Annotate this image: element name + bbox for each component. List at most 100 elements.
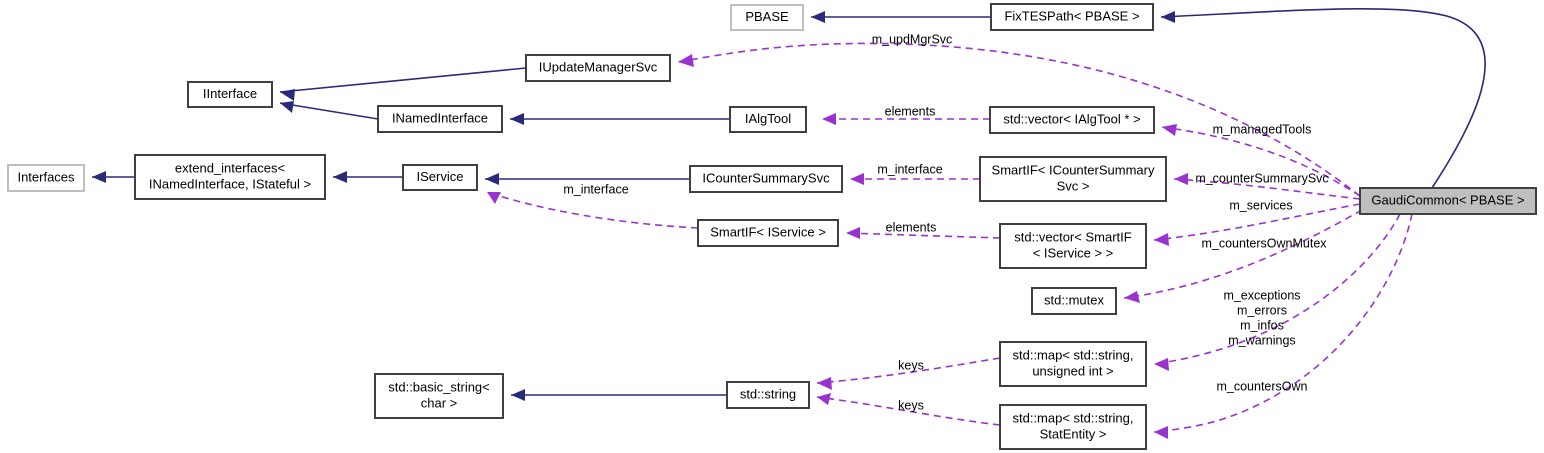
arrowhead-p-e3 [280, 89, 295, 101]
arrowhead-p-e17 [1154, 233, 1169, 246]
node-interfaces[interactable]: Interfaces [7, 164, 85, 192]
node-box-vector-ialgtool[interactable] [989, 106, 1155, 134]
arrowhead-p-e10 [678, 54, 694, 67]
node-box-gaudicommon[interactable] [1359, 187, 1537, 215]
node-label-inamedinterface: INamedInterface [392, 110, 488, 125]
node-fixtespath[interactable]: FixTESPath< PBASE > [990, 3, 1154, 31]
arrowhead-p-e22 [1154, 426, 1168, 439]
node-box-icountersummarysvc[interactable] [689, 165, 843, 193]
arrowhead-p-e20 [817, 393, 831, 405]
node-label-ialgtool: IAlgTool [745, 111, 791, 126]
node-box-ialgtool[interactable] [729, 106, 807, 133]
arrowhead-p-e18 [1124, 291, 1140, 303]
node-smartif-iservice[interactable]: SmartIF< IService > [697, 219, 839, 247]
arrowhead-p-e14 [1174, 173, 1188, 185]
node-label-std-basic-string: std::basic_string< [388, 379, 490, 394]
node-iservice[interactable]: IService [402, 164, 478, 191]
edge-label-l-updmgrsvc: m_updMgrSvc [872, 32, 953, 46]
node-label-std-basic-string: char > [421, 395, 458, 410]
node-ialgtool[interactable]: IAlgTool [729, 106, 807, 133]
node-pbase[interactable]: PBASE [730, 4, 804, 31]
node-map-unsigned-int[interactable]: std::map< std::string,unsigned int > [999, 341, 1147, 387]
edge-label-l-elements-2: elements [886, 220, 937, 234]
edge-p-e19 [816, 357, 1001, 384]
node-box-extend-interfaces[interactable] [134, 154, 326, 200]
node-box-vector-smartif[interactable] [999, 223, 1147, 269]
node-box-std-mutex[interactable] [1031, 287, 1117, 315]
node-box-iinterface[interactable] [187, 81, 273, 108]
node-std-basic-string[interactable]: std::basic_string<char > [374, 373, 504, 419]
edge-p-e12 [1161, 126, 1361, 197]
edge-labels-layer: m_updMgrSvcelementsm_managedToolsm_inter… [563, 32, 1328, 412]
edge-p-e15 [486, 191, 699, 229]
node-label-iinterface: IInterface [203, 86, 257, 101]
node-box-iupdatemanagersvc[interactable] [525, 54, 671, 82]
edge-label-l-exc-4: m_warnings [1228, 333, 1295, 347]
node-label-icountersummarysvc: ICounterSummarySvc [702, 170, 830, 185]
arrowhead-p-e15 [487, 192, 501, 204]
arrowhead-p-e4 [280, 101, 294, 113]
arrowhead-p-e16 [846, 227, 860, 239]
node-box-std-string[interactable] [726, 381, 810, 409]
node-std-string[interactable]: std::string [726, 381, 810, 409]
edge-p-e20 [816, 396, 1001, 426]
node-label-iservice: IService [417, 169, 464, 184]
node-gaudicommon[interactable]: GaudiCommon< PBASE > [1359, 187, 1537, 215]
node-box-smartif-icsvc[interactable] [979, 156, 1167, 202]
node-box-std-basic-string[interactable] [374, 373, 504, 419]
edge-label-l-exc-2: m_errors [1237, 303, 1287, 317]
node-box-smartif-iservice[interactable] [697, 219, 839, 247]
node-extend-interfaces[interactable]: extend_interfaces< INamedInterface, ISta… [134, 154, 326, 200]
node-box-map-unsigned-int[interactable] [999, 341, 1147, 387]
arrowheads-layer [92, 11, 1188, 439]
node-vector-ialgtool[interactable]: std::vector< IAlgTool * > [989, 106, 1155, 134]
node-label-gaudicommon: GaudiCommon< PBASE > [1371, 192, 1524, 207]
node-box-iservice[interactable] [402, 164, 478, 191]
node-vector-smartif[interactable]: std::vector< SmartIF< IService > > [999, 223, 1147, 269]
edge-p-e21 [1153, 213, 1401, 365]
node-box-map-statentity[interactable] [999, 404, 1147, 450]
node-inamedinterface[interactable]: INamedInterface [377, 105, 503, 133]
edges-layer [92, 8, 1486, 433]
arrowhead-p-e5 [510, 113, 524, 125]
node-label-extend-interfaces: extend_interfaces< [175, 160, 285, 175]
edge-p-e8 [1160, 8, 1486, 189]
node-label-smartif-icsvc: Svc > [1057, 178, 1090, 193]
node-iinterface[interactable]: IInterface [187, 81, 273, 108]
node-icountersummarysvc[interactable]: ICounterSummarySvc [689, 165, 843, 193]
edge-label-l-countersown: m_countersOwn [1216, 379, 1307, 393]
edge-p-e3 [279, 67, 527, 93]
arrowhead-p-e9 [511, 389, 525, 401]
node-map-statentity[interactable]: std::map< std::string,StatEntity > [999, 404, 1147, 450]
edge-label-l-mutex: m_countersOwnMutex [1201, 236, 1327, 250]
node-box-interfaces[interactable] [7, 164, 85, 192]
node-label-std-mutex: std::mutex [1044, 292, 1104, 307]
arrowhead-p-e19 [817, 377, 832, 390]
edge-p-e10 [677, 42, 1361, 197]
edge-label-l-interface-1: m_interface [877, 162, 942, 176]
edge-p-e18 [1123, 209, 1363, 299]
node-std-mutex[interactable]: std::mutex [1031, 287, 1117, 315]
node-label-smartif-iservice: SmartIF< IService > [710, 224, 826, 239]
node-label-fixtespath: FixTESPath< PBASE > [1004, 8, 1139, 23]
edge-label-l-csvc: m_counterSummarySvc [1195, 171, 1328, 185]
node-label-map-unsigned-int: std::map< std::string, [1012, 347, 1133, 362]
node-label-extend-interfaces: INamedInterface, IStateful > [149, 176, 311, 191]
node-box-inamedinterface[interactable] [377, 105, 503, 133]
node-label-vector-ialgtool: std::vector< IAlgTool * > [1003, 111, 1140, 126]
edge-p-e4 [279, 102, 379, 120]
node-label-map-unsigned-int: unsigned int > [1032, 363, 1113, 378]
arrowhead-p-e21 [1154, 358, 1169, 371]
arrowhead-p-e6 [485, 173, 499, 185]
node-box-fixtespath[interactable] [990, 3, 1154, 31]
node-label-iupdatemanagersvc: IUpdateManagerSvc [539, 59, 658, 74]
node-smartif-icsvc[interactable]: SmartIF< ICounterSummarySvc > [979, 156, 1167, 202]
node-label-map-statentity: StatEntity > [1040, 426, 1107, 441]
edge-label-l-exc-3: m_infos [1240, 318, 1284, 332]
edge-p-e22 [1153, 213, 1413, 433]
edge-label-l-services: m_services [1229, 198, 1292, 212]
node-box-pbase[interactable] [730, 4, 804, 31]
node-label-std-string: std::string [740, 386, 796, 401]
node-iupdatemanagersvc[interactable]: IUpdateManagerSvc [525, 54, 671, 82]
